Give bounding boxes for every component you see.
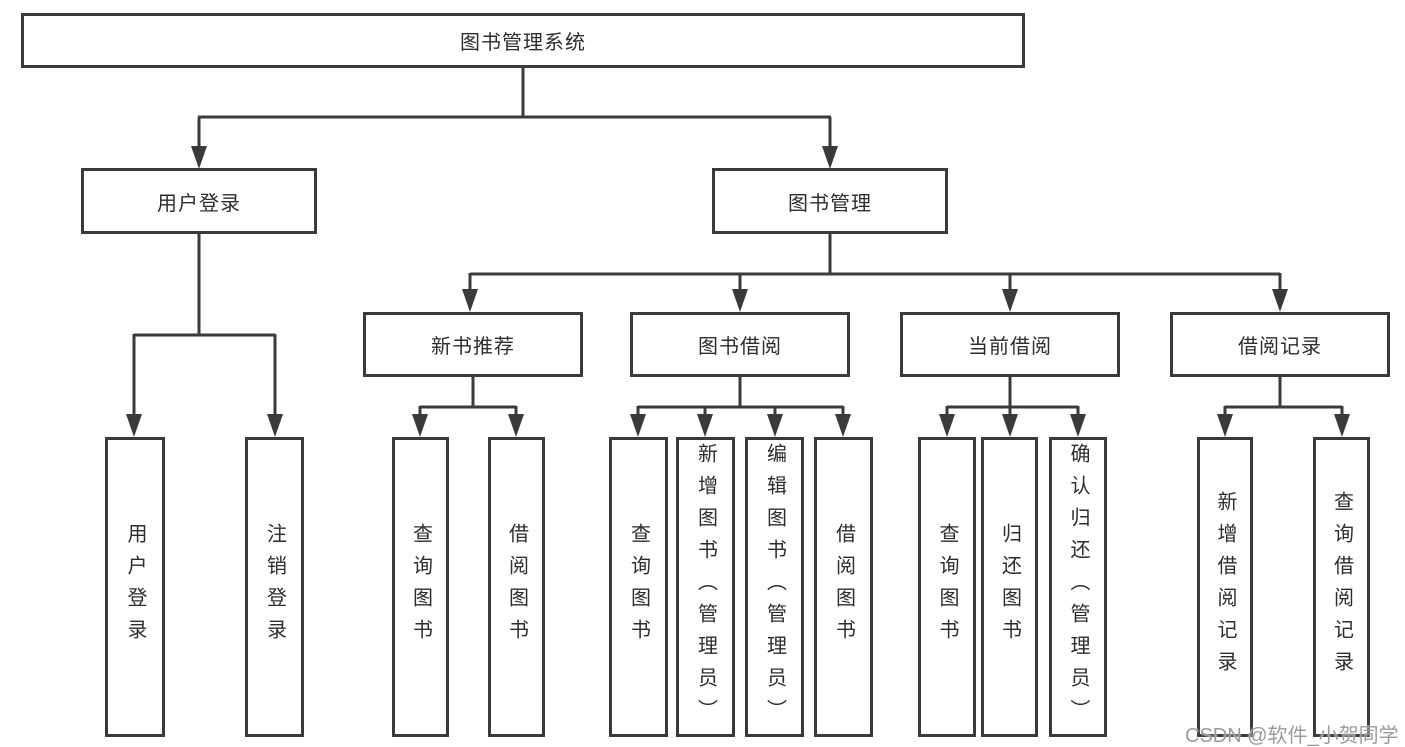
leaf-confirm-return-admin-label: 确认归还（管理员）	[1067, 443, 1089, 731]
leaf-return-books-label: 归还图书	[998, 523, 1021, 651]
node-book-management-label: 图书管理	[788, 192, 872, 215]
node-current-borrowing: 当前借阅	[900, 312, 1120, 377]
node-root: 图书管理系统	[21, 13, 1025, 68]
leaf-query-books-recommend: 查询图书	[392, 437, 449, 737]
node-book-management: 图书管理	[712, 168, 948, 234]
node-root-label: 图书管理系统	[460, 32, 586, 54]
node-borrowing-records-label: 借阅记录	[1238, 336, 1322, 358]
leaf-query-books-current-label: 查询图书	[936, 523, 958, 651]
leaf-query-books-borrow: 查询图书	[609, 437, 668, 737]
leaf-add-books-admin: 新增图书（管理员）	[676, 437, 735, 737]
leaf-edit-books-admin: 编辑图书（管理员）	[745, 437, 804, 737]
leaf-confirm-return-admin: 确认归还（管理员）	[1049, 437, 1107, 737]
node-book-borrowing: 图书借阅	[630, 312, 850, 377]
leaf-query-borrow-record: 查询借阅记录	[1313, 437, 1370, 737]
leaf-add-books-admin-label: 新增图书（管理员）	[694, 443, 717, 731]
leaf-user-login: 用户登录	[105, 437, 165, 737]
leaf-query-borrow-record-label: 查询借阅记录	[1330, 491, 1353, 683]
leaf-user-login-label: 用户登录	[124, 523, 146, 651]
csdn-watermark: CSDN @软件_小贺同学	[1185, 725, 1399, 747]
leaf-logout: 注销登录	[245, 437, 304, 737]
leaf-query-books-recommend-label: 查询图书	[409, 523, 432, 651]
leaf-return-books: 归还图书	[981, 437, 1038, 737]
leaf-add-borrow-record-label: 新增借阅记录	[1214, 491, 1236, 683]
node-current-borrowing-label: 当前借阅	[968, 336, 1052, 358]
leaf-add-borrow-record: 新增借阅记录	[1197, 437, 1253, 737]
node-new-book-recommend: 新书推荐	[363, 312, 583, 377]
leaf-logout-label: 注销登录	[263, 523, 286, 651]
leaf-edit-books-admin-label: 编辑图书（管理员）	[763, 443, 786, 731]
leaf-borrow-books-label: 借阅图书	[832, 523, 855, 651]
node-user-login-label: 用户登录	[157, 192, 241, 215]
leaf-query-books-current: 查询图书	[918, 437, 976, 737]
arrowheads	[126, 146, 1350, 437]
node-borrowing-records: 借阅记录	[1170, 312, 1390, 377]
leaf-borrow-books-recommend-label: 借阅图书	[505, 523, 528, 651]
leaf-borrow-books-recommend: 借阅图书	[488, 437, 545, 737]
node-user-login: 用户登录	[81, 168, 317, 234]
node-book-borrowing-label: 图书借阅	[698, 336, 782, 358]
leaf-borrow-books: 借阅图书	[814, 437, 873, 737]
node-new-book-recommend-label: 新书推荐	[431, 336, 515, 358]
leaf-query-books-borrow-label: 查询图书	[627, 523, 650, 651]
